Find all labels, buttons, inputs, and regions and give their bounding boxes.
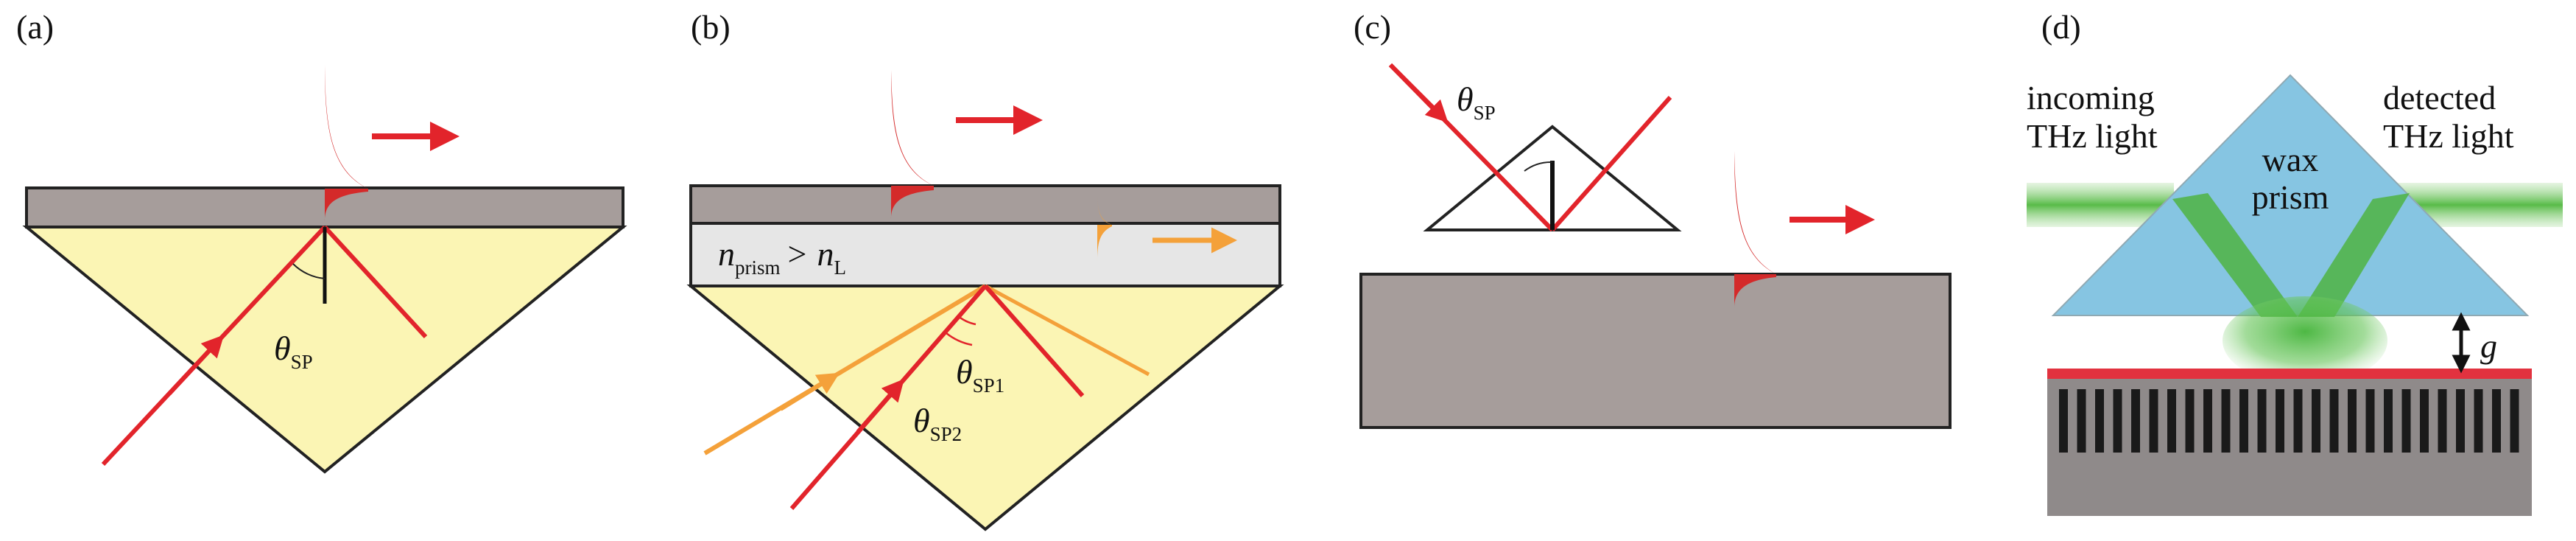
panel-b-angle-arc-inner: [957, 315, 976, 326]
panel-d-detected-label-line1: detected: [2383, 79, 2496, 116]
grating-groove: [2420, 389, 2429, 453]
panel-d: (d) g incoming THz light detected THz li…: [2027, 8, 2563, 516]
grating-groove: [2131, 389, 2140, 453]
panel-b-second-plasmon-field: [1097, 188, 1112, 262]
panel-a-theta-subscript: SP: [291, 351, 313, 373]
panel-c-metal-substrate: [1359, 273, 1952, 429]
panel-b-metal-film: [689, 184, 1281, 225]
panel-d-red-surface-layer: [2047, 369, 2532, 379]
panel-b-red-reflected-beam: [983, 285, 1085, 397]
grating-groove: [2113, 389, 2122, 453]
svg-text:θSP: θSP: [274, 329, 313, 373]
panel-b-orange-reflected-beam: [984, 284, 1150, 377]
panel-d-prism-label-line2: prism: [2252, 178, 2329, 216]
grating-groove: [2329, 389, 2339, 453]
panel-c-incident-arrow: [1388, 63, 1449, 123]
grating-groove: [2149, 389, 2158, 453]
panel-b-n-prism-symbol: n: [718, 235, 735, 273]
grating-groove: [2365, 389, 2375, 453]
panel-a-incident-arrow: [167, 335, 225, 396]
grating-groove: [2348, 389, 2357, 453]
grating-groove: [2293, 389, 2303, 453]
panel-b: (b) nprism>nL θSP1 θSP2: [686, 8, 1284, 531]
panel-b-theta1-symbol: θ: [956, 353, 973, 391]
grating-groove: [2384, 389, 2393, 453]
panel-a-tag: (a): [16, 8, 54, 46]
grating-groove: [2239, 389, 2248, 453]
panel-c: (c) θSP: [1354, 8, 1952, 429]
grating-groove: [2059, 389, 2068, 453]
grating-groove: [2510, 389, 2519, 453]
grating-groove: [2492, 389, 2501, 453]
panel-b-orange-incident-arrow: [779, 372, 840, 411]
grating-groove: [2438, 389, 2447, 453]
grating-groove: [2257, 389, 2267, 453]
panel-d-tag: (d): [2041, 8, 2081, 46]
panel-d-gap-label: g: [2480, 327, 2497, 365]
panel-d-detected-label-line2: THz light: [2383, 117, 2514, 155]
panel-d-internal-beam-left: [2172, 193, 2298, 317]
svg-text:nprism>nL: nprism>nL: [718, 235, 846, 279]
panel-d-prism-label-line1: wax: [2262, 141, 2319, 178]
panel-c-surface-plasmon-field: [1734, 151, 1776, 308]
svg-text:θSP2: θSP2: [913, 402, 962, 445]
svg-text:θSP: θSP: [1457, 80, 1496, 124]
grating-groove: [2077, 389, 2086, 453]
panel-c-angle-arc: [1524, 161, 1553, 172]
panel-b-surface-plasmon-field: [891, 70, 934, 219]
grating-groove: [2185, 389, 2195, 453]
grating-groove: [2203, 389, 2212, 453]
panel-b-theta2-subscript: SP2: [930, 423, 963, 445]
panel-b-red-incident-arrow: [856, 378, 904, 433]
panel-b-n-l-symbol: n: [817, 235, 834, 273]
panel-b-greater-than: >: [788, 235, 807, 273]
panel-c-tag: (c): [1354, 8, 1391, 46]
grating-groove: [2221, 389, 2231, 453]
grating-groove: [2312, 389, 2320, 453]
panel-b-theta1-subscript: SP1: [973, 374, 1005, 397]
panel-b-theta2-symbol: θ: [913, 402, 930, 439]
panel-d-evanescent-glow: [2223, 296, 2387, 385]
grating-groove: [2276, 389, 2284, 453]
panel-c-theta-subscript: SP: [1474, 102, 1496, 124]
panel-b-tag: (b): [691, 8, 731, 46]
panel-b-n-prism-subscript: prism: [735, 256, 781, 279]
grating-groove: [2401, 389, 2411, 453]
grating-groove: [2095, 389, 2104, 453]
panel-d-grating-grooves: [2059, 389, 2519, 453]
panel-a-theta-symbol: θ: [274, 329, 291, 367]
panel-d-incoming-label-line1: incoming: [2027, 79, 2155, 116]
panel-a-angle-arc: [292, 263, 325, 279]
grating-groove: [2474, 389, 2483, 453]
grating-groove: [2167, 389, 2176, 453]
panel-b-angle-arc-outer: [946, 332, 973, 346]
panel-d-incoming-label-line2: THz light: [2027, 117, 2158, 155]
panel-b-n-l-subscript: L: [834, 256, 846, 279]
panel-c-theta-symbol: θ: [1457, 80, 1474, 118]
panel-a-surface-plasmon-field: [325, 65, 368, 221]
panel-d-grating-substrate: [2047, 374, 2532, 516]
panel-c-reflected-beam: [1550, 96, 1672, 231]
panel-b-orange-incident-beam: [703, 284, 987, 456]
panel-a-reflected-beam: [323, 225, 428, 339]
svg-text:θSP1: θSP1: [956, 353, 1004, 397]
grating-groove: [2456, 389, 2465, 453]
panel-a: (a) θSP: [16, 8, 627, 474]
panel-d-internal-beam-right: [2298, 193, 2410, 317]
